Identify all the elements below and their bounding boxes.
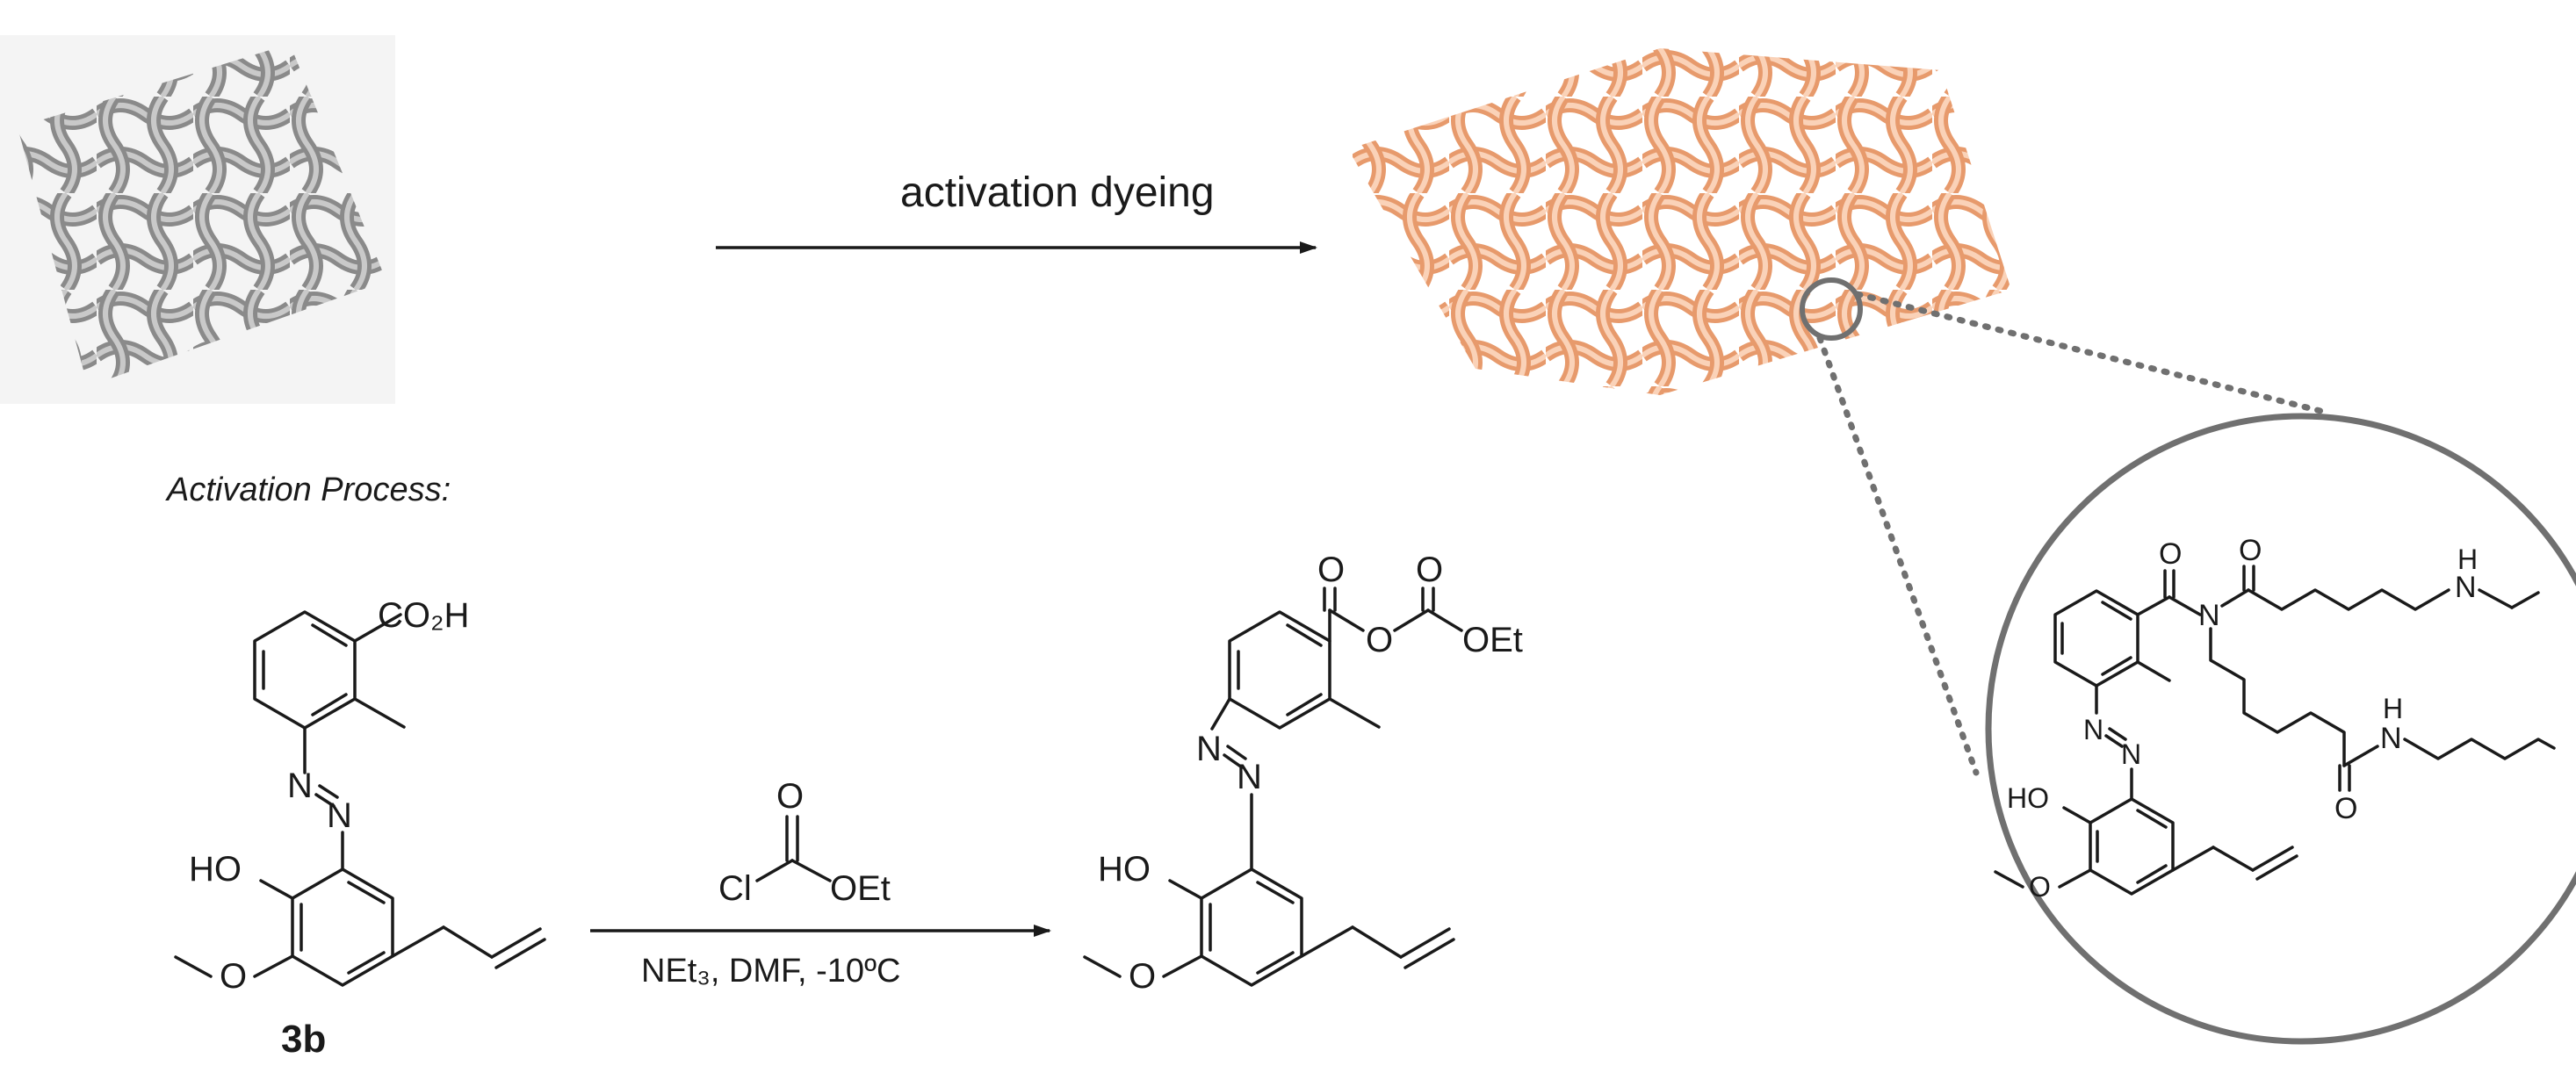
inset-nh2-n: N bbox=[2380, 722, 2402, 755]
reagent-oet: OEt bbox=[830, 869, 891, 908]
inset-o1: O bbox=[2159, 537, 2182, 571]
compound-label: 3b bbox=[281, 1018, 326, 1061]
reactant-structure: CO₂H N N HO O 3b bbox=[174, 596, 546, 1061]
reactant-n2: N bbox=[327, 796, 352, 835]
product-o1: O bbox=[1317, 551, 1345, 589]
product-o2: O bbox=[1366, 621, 1393, 659]
grey-fabric bbox=[0, 35, 395, 404]
orange-fabric bbox=[1348, 48, 2011, 395]
inset-o2: O bbox=[2239, 534, 2262, 567]
inset-nh1-h: H bbox=[2457, 544, 2478, 575]
zoom-source-circle bbox=[1800, 277, 1863, 341]
product-oet: OEt bbox=[1462, 621, 1523, 659]
product-ho: HO bbox=[1098, 850, 1151, 889]
product-ome-o: O bbox=[1129, 957, 1156, 996]
product-o3: O bbox=[1416, 551, 1443, 589]
inset-ome-o: O bbox=[2029, 871, 2051, 903]
reactant-n1: N bbox=[287, 767, 313, 805]
reagent-o: O bbox=[776, 777, 804, 816]
inset-o3: O bbox=[2334, 792, 2357, 825]
inset-structure: O N O H N O H N N N HO bbox=[1994, 534, 2556, 903]
reactant-ho: HO bbox=[189, 850, 242, 889]
product-structure: O O O OEt N N HO O bbox=[1083, 551, 1523, 996]
zoom-leader-top bbox=[1854, 291, 2331, 416]
product-n1: N bbox=[1196, 730, 1222, 768]
inset-nh2-h: H bbox=[2383, 693, 2403, 724]
activation-label: activation dyeing bbox=[900, 169, 1215, 216]
reaction-arrow: O Cl OEt NEt₃, DMF, -10ºC bbox=[590, 777, 1051, 990]
inset-n1: N bbox=[2083, 714, 2103, 745]
inset-n: N bbox=[2198, 599, 2220, 632]
reaction-conditions: NEt₃, DMF, -10ºC bbox=[641, 953, 900, 990]
inset-n2: N bbox=[2121, 738, 2141, 770]
product-n2: N bbox=[1237, 758, 1262, 796]
reagent-cl: Cl bbox=[718, 869, 752, 908]
section-label: Activation Process: bbox=[165, 472, 451, 508]
inset-nh1-n: N bbox=[2455, 571, 2477, 604]
inset-ho: HO bbox=[2007, 782, 2049, 814]
reactant-co2h: CO₂H bbox=[378, 596, 469, 635]
reactant-ome-o: O bbox=[220, 957, 247, 996]
zoom-indicator bbox=[1800, 277, 2576, 1045]
activation-arrow: activation dyeing bbox=[716, 169, 1317, 254]
zoom-leader-bottom bbox=[1816, 335, 1980, 776]
